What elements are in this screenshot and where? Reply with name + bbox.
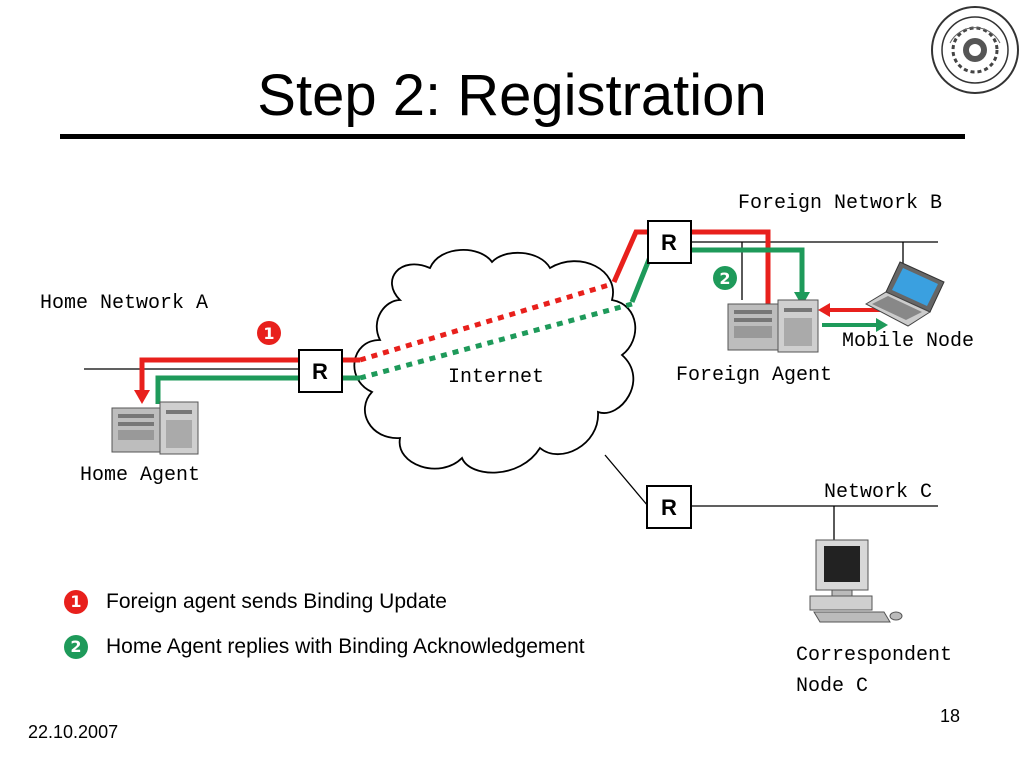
legend-item-binding-ack: 2 Home Agent replies with Binding Acknow… [64,635,585,659]
legend-text-1: Foreign agent sends Binding Update [106,590,447,613]
step2-marker-text: 2 [719,269,730,288]
step2-marker: 2 [713,266,737,290]
slide-date: 22.10.2007 [28,722,119,742]
home-agent-server-icon [111,401,199,455]
binding-update-path [134,229,880,404]
correspondent-label-line1: Correspondent [796,644,952,667]
laptop-icon [864,261,945,327]
step1-marker-text: 1 [263,324,274,343]
foreign-agent-server-icon [727,299,819,353]
slide-title: Step 2: Registration [257,63,767,128]
title-underline [60,134,965,139]
router-home: R [298,349,343,393]
router-home-label: R [312,359,328,384]
router-foreign: R [647,220,692,264]
university-seal-logo [931,6,1019,94]
router-foreign-label: R [661,230,677,255]
router-network-c: R [646,485,692,529]
home-agent-label: Home Agent [80,464,200,487]
foreign-agent-label: Foreign Agent [676,364,832,387]
home-network-label: Home Network A [40,292,208,315]
desktop-computer-icon [809,539,903,623]
internet-label: Internet [448,366,544,389]
foreign-network-label: Foreign Network B [738,192,942,215]
network-c-label: Network C [824,481,932,504]
legend-item-binding-update: 1 Foreign agent sends Binding Update [64,590,447,614]
router-network-c-label: R [661,495,677,520]
legend-marker-2: 2 [64,635,88,659]
legend-text-2: Home Agent replies with Binding Acknowle… [106,635,585,658]
page-number: 18 [940,706,961,726]
mobile-node-label: Mobile Node [842,330,974,353]
internet-to-router-c-link [604,454,649,507]
legend-marker-1: 1 [64,590,88,614]
correspondent-label-line2: Node C [796,675,868,698]
internet-cloud [353,249,637,474]
step1-marker: 1 [257,321,281,345]
